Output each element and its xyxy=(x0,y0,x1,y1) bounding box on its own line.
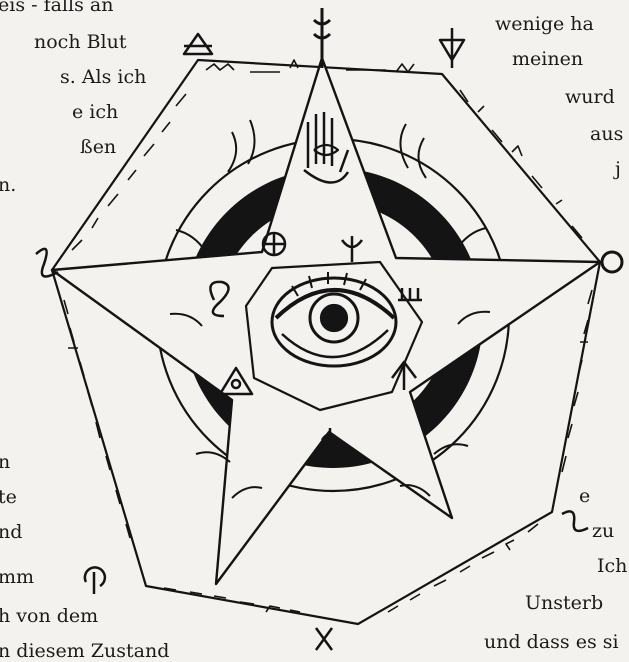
corner-circle-right xyxy=(602,252,622,272)
corner-mark-left xyxy=(36,249,58,277)
inscription-top-left xyxy=(72,94,186,250)
inscription-bottom xyxy=(164,588,300,612)
flame-top-right xyxy=(400,124,426,178)
glyph-comb xyxy=(398,288,422,300)
inscription-bottom-right xyxy=(388,524,538,612)
corner-cross-bottom xyxy=(316,628,332,650)
corner-mark-bottom-left xyxy=(85,567,105,594)
corner-triangle-left xyxy=(184,34,212,54)
corner-mark-bottom-right xyxy=(562,511,588,531)
eye-pupil xyxy=(321,305,347,331)
corner-dagger-top xyxy=(314,8,330,68)
corner-triangle-right xyxy=(440,28,464,68)
